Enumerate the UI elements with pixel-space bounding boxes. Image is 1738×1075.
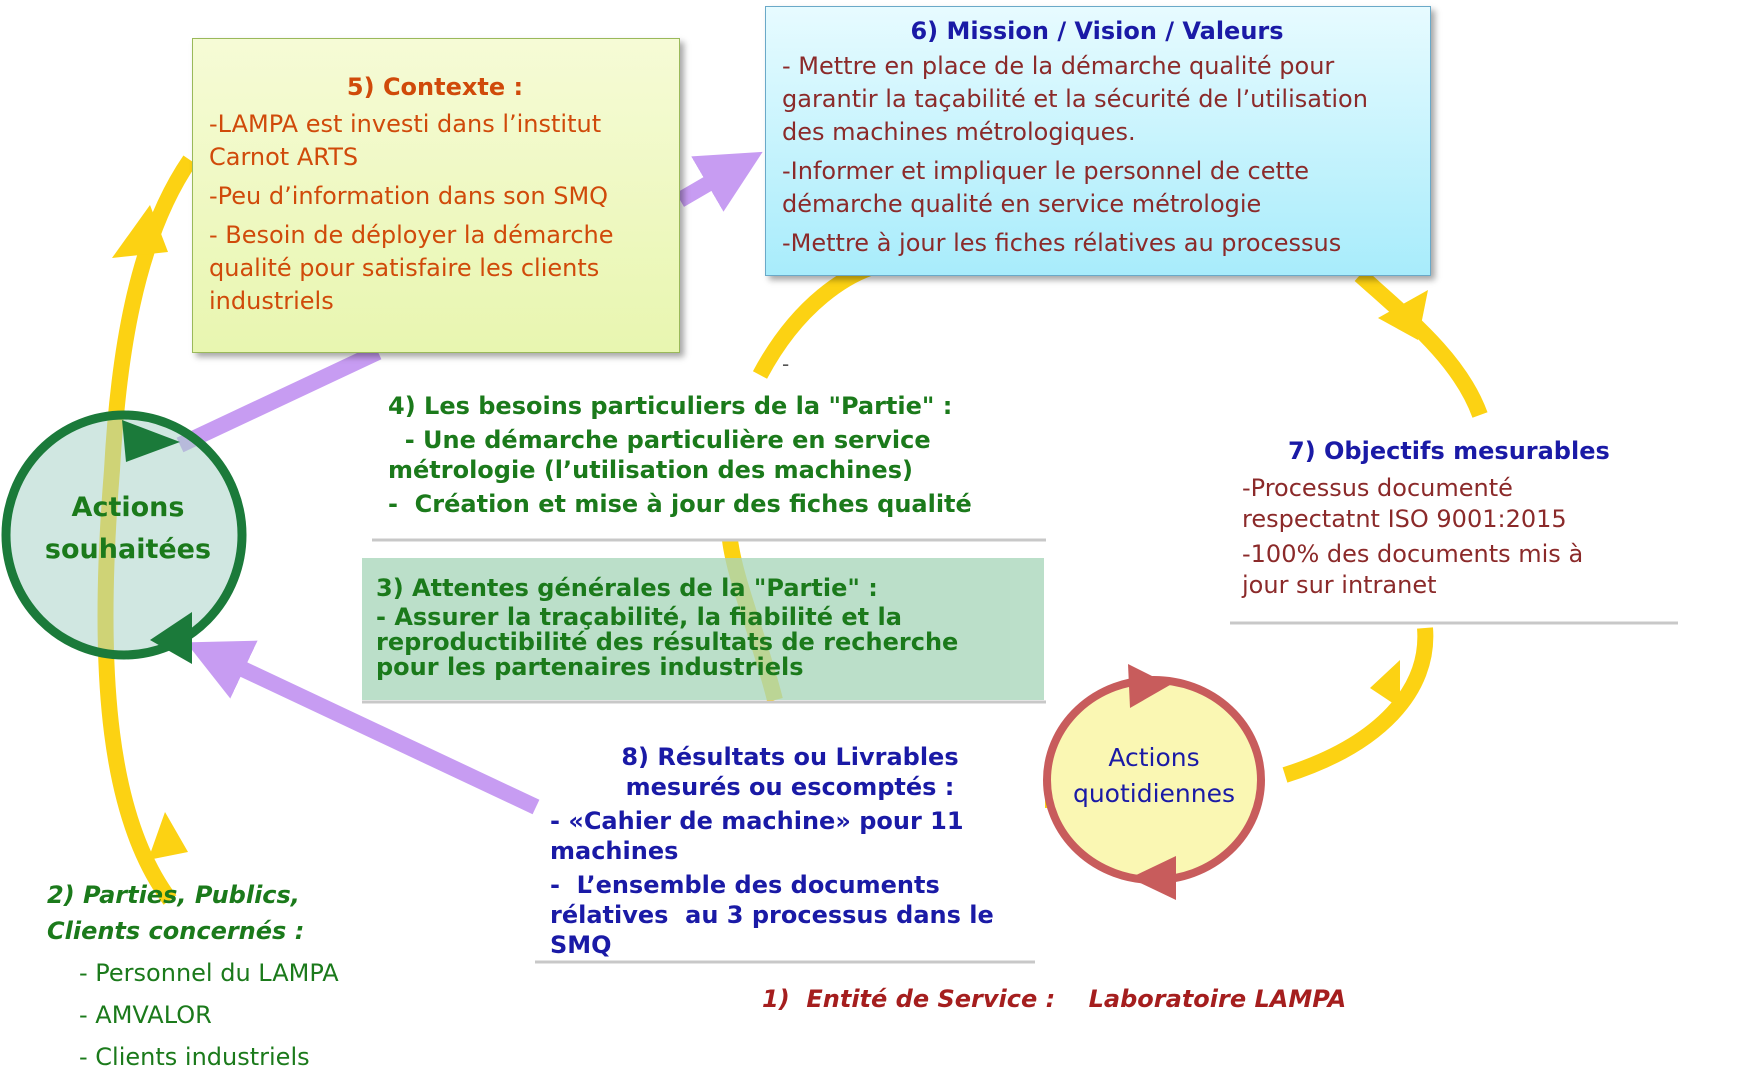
yellow-arrowhead-top-left bbox=[112, 205, 168, 258]
contexte-item-3-line-2: qualité pour satisfaire les clients bbox=[209, 254, 600, 282]
mission-box: 6) Mission / Vision / Valeurs - Mettre e… bbox=[765, 6, 1431, 276]
yellow-arrowhead-right bbox=[1370, 660, 1400, 708]
parties-title-line-2: Clients concernés : bbox=[47, 917, 305, 945]
besoins-block: 4) Les besoins particuliers de la "Parti… bbox=[388, 391, 1028, 519]
mission-item-2: -Informer et impliquer le personnel de c… bbox=[782, 155, 1412, 221]
red-cycle-arrowhead-bottom bbox=[1130, 856, 1176, 900]
besoins-item-1-line-2: métrologie (l’utilisation des machines) bbox=[388, 456, 913, 484]
attentes-title: 3) Attentes générales de la "Partie" : bbox=[376, 574, 878, 602]
resultats-title-line-1: 8) Résultats ou Livrables bbox=[621, 743, 959, 771]
red-cycle-arrowhead-top bbox=[1128, 664, 1170, 708]
actions-souhaitees-line-1: Actions bbox=[71, 492, 185, 523]
contexte-title: 5) Contexte : bbox=[346, 73, 524, 101]
mission-title: 6) Mission / Vision / Valeurs bbox=[910, 17, 1284, 45]
yellow-cycle-arc-top-right bbox=[1354, 269, 1488, 418]
resultats-title-line-2: mesurés ou escomptés : bbox=[625, 773, 955, 801]
mission-item-1-line-3: des machines métrologiques. bbox=[782, 118, 1136, 146]
mission-item-1-line-1: - Mettre en place de la démarche qualité… bbox=[782, 52, 1335, 80]
resultats-item-2-line-1: - L’ensemble des documents bbox=[550, 871, 940, 899]
contexte-item-1: -LAMPA est investi dans l’institut Carno… bbox=[209, 108, 661, 174]
contexte-item-1-line-2: Carnot ARTS bbox=[209, 143, 359, 171]
contexte-item-3-line-1: - Besoin de déployer la démarche bbox=[209, 221, 614, 249]
purple-link-souhaitees-contexte bbox=[176, 344, 382, 453]
objectifs-item-1-line-1: -Processus documenté bbox=[1242, 474, 1513, 502]
besoins-title: 4) Les besoins particuliers de la "Parti… bbox=[388, 392, 953, 420]
besoins-item-1-line-1: - Une démarche particulière en service bbox=[388, 426, 931, 454]
actions-quotidiennes-line-1: Actions bbox=[1108, 743, 1200, 772]
purple-arrow-contexte-mission bbox=[675, 151, 763, 212]
contexte-item-3: - Besoin de déployer la démarche qualité… bbox=[209, 219, 661, 318]
mission-item-3-line-1: -Mettre à jour les fiches rélatives au p… bbox=[782, 229, 1342, 257]
resultats-title: 8) Résultats ou Livrables mesurés ou esc… bbox=[510, 742, 1070, 802]
purple-arrow-resultats-souhaitees bbox=[186, 640, 540, 815]
objectifs-item-2-line-1: -100% des documents mis à bbox=[1242, 540, 1584, 568]
objectifs-item-2: -100% des documents mis à jour sur intra… bbox=[1242, 539, 1672, 601]
actions-souhaitees-line-2: souhaitées bbox=[44, 534, 212, 565]
resultats-item-2-line-3: SMQ bbox=[550, 931, 612, 959]
parties-title-line-1: 2) Parties, Publics, bbox=[47, 881, 300, 909]
contexte-item-2-line-1: -Peu d’information dans son SMQ bbox=[209, 182, 609, 210]
mission-item-3: -Mettre à jour les fiches rélatives au p… bbox=[782, 227, 1412, 260]
contexte-item-1-line-1: -LAMPA est investi dans l’institut bbox=[209, 110, 602, 138]
parties-item-3: - Clients industriels bbox=[79, 1043, 310, 1071]
parties-item-2: - AMVALOR bbox=[79, 1001, 212, 1029]
resultats-item-1-line-1: - «Cahier de machine» pour 11 bbox=[550, 807, 964, 835]
resultats-item-1-line-2: machines bbox=[550, 837, 679, 865]
parties-title: 2) Parties, Publics, Clients concernés : bbox=[47, 877, 467, 949]
resultats-item-1: - «Cahier de machine» pour 11 machines bbox=[550, 806, 1070, 866]
actions-quotidiennes-label: Actions quotidiennes bbox=[1048, 740, 1260, 812]
actions-souhaitees-circle bbox=[1, 410, 247, 660]
contexte-box: 5) Contexte : -LAMPA est investi dans l’… bbox=[192, 38, 680, 353]
objectifs-block: 7) Objectifs mesurables -Processus docum… bbox=[1242, 436, 1672, 605]
yellow-arrowhead-top-right bbox=[1378, 290, 1428, 340]
resultats-block: 8) Résultats ou Livrables mesurés ou esc… bbox=[550, 742, 1070, 960]
mission-item-2-line-1: -Informer et impliquer le personnel de c… bbox=[782, 157, 1310, 185]
objectifs-item-2-line-2: jour sur intranet bbox=[1242, 571, 1437, 599]
green-cycle-arrowhead-bottom bbox=[150, 612, 192, 664]
parties-block: 2) Parties, Publics, Clients concernés :… bbox=[47, 877, 467, 1075]
attentes-line-3: pour les partenaires industriels bbox=[376, 653, 804, 681]
attentes-line-1: - Assurer la traçabilité, la fiabilité e… bbox=[376, 603, 902, 631]
stray-dash: - bbox=[782, 352, 790, 376]
objectifs-item-1-line-2: respectatnt ISO 9001:2015 bbox=[1242, 505, 1567, 533]
actions-souhaitees-label: Actions souhaitées bbox=[12, 487, 244, 571]
contexte-item-2: -Peu d’information dans son SMQ bbox=[209, 180, 661, 213]
contexte-item-3-line-3: industriels bbox=[209, 287, 334, 315]
entite-label: 1) Entité de Service : Laboratoire LAMPA bbox=[762, 985, 1347, 1013]
actions-quotidiennes-line-2: quotidiennes bbox=[1072, 779, 1236, 808]
green-cycle-arrowhead-top bbox=[122, 420, 180, 462]
yellow-cycle-arc-top-left bbox=[752, 260, 873, 379]
mission-item-1: - Mettre en place de la démarche qualité… bbox=[782, 50, 1412, 149]
mission-item-2-line-2: démarche qualité en service métrologie bbox=[782, 190, 1262, 218]
attentes-box: 3) Attentes générales de la "Partie" : -… bbox=[362, 558, 1044, 700]
attentes-line-2: reproductibilité des résultats de recher… bbox=[376, 628, 959, 656]
yellow-cycle-arc-right bbox=[1282, 627, 1434, 783]
besoins-item-2: - Création et mise à jour des fiches qua… bbox=[388, 489, 1028, 519]
besoins-item-2-line-1: - Création et mise à jour des fiches qua… bbox=[388, 490, 972, 518]
resultats-item-2-line-2: rélatives au 3 processus dans le bbox=[550, 901, 994, 929]
parties-item-1: - Personnel du LAMPA bbox=[79, 959, 339, 987]
mission-item-1-line-2: garantir la taçabilité et la sécurité de… bbox=[782, 85, 1368, 113]
resultats-item-2: - L’ensemble des documents rélatives au … bbox=[550, 870, 1070, 960]
yellow-arrowhead-bottom-left bbox=[148, 812, 188, 860]
besoins-item-1: - Une démarche particulière en service m… bbox=[388, 425, 1028, 485]
objectifs-item-1: -Processus documenté respectatnt ISO 900… bbox=[1242, 473, 1672, 535]
objectifs-title: 7) Objectifs mesurables bbox=[1288, 437, 1610, 465]
